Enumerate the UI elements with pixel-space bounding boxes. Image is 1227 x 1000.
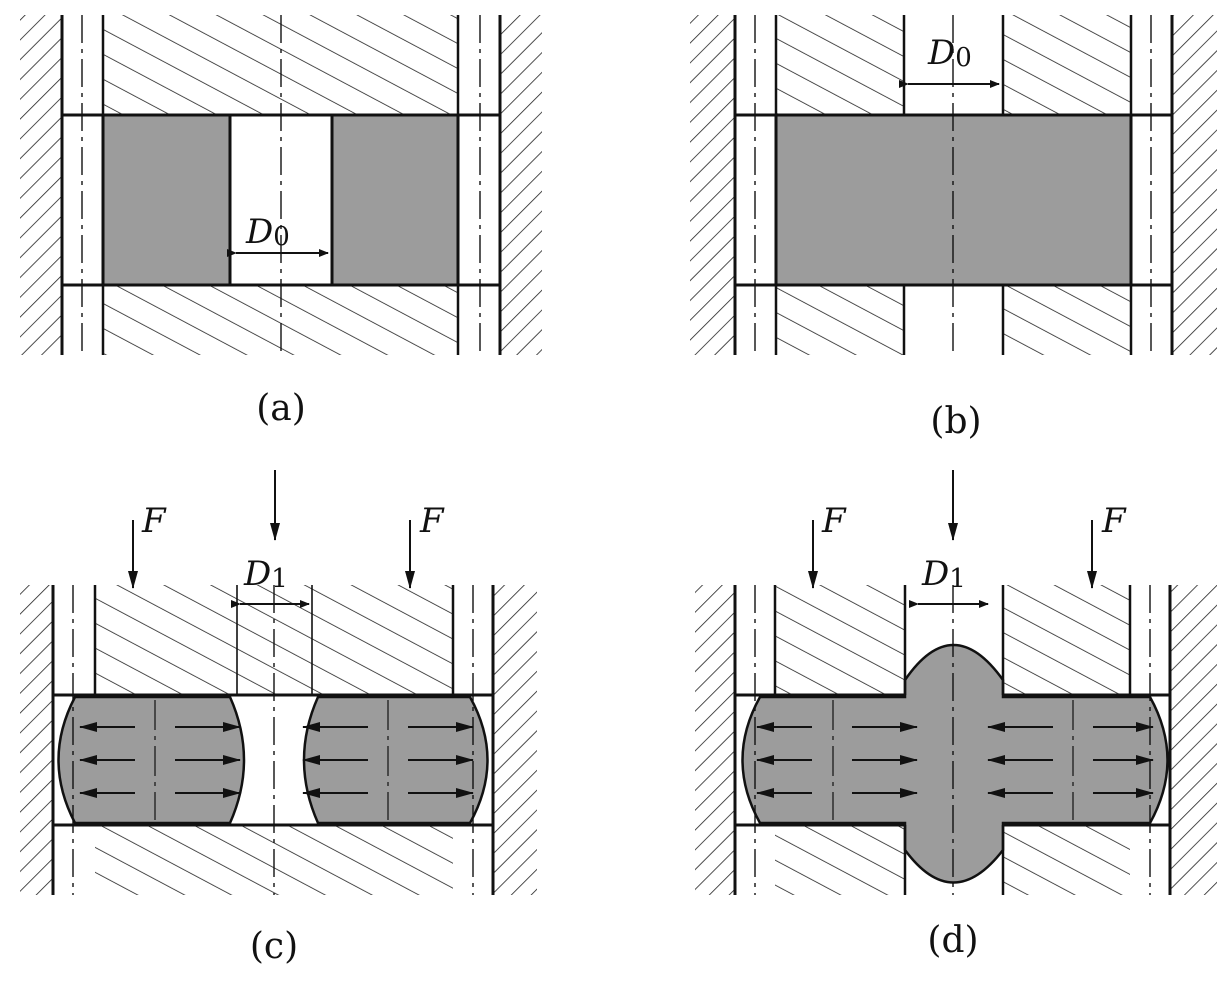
right-wall-hatch xyxy=(1172,15,1217,355)
force-label-right: F xyxy=(1101,501,1127,541)
dimension-label-d0: D0 xyxy=(245,212,290,252)
force-label-left: F xyxy=(821,501,847,541)
upper-punch-hatch-left xyxy=(775,585,905,695)
right-wall-hatch xyxy=(493,585,537,895)
left-wall-hatch xyxy=(690,15,735,355)
right-wall-hatch xyxy=(1170,585,1217,895)
flow-arrows xyxy=(756,722,1154,798)
left-wall-hatch xyxy=(20,15,62,355)
force-label-left: F xyxy=(141,501,167,541)
caption-b: (b) xyxy=(930,401,981,442)
billet-right xyxy=(330,113,460,287)
upper-punch-hatch-right xyxy=(1003,585,1130,695)
upper-punch-hatch-right xyxy=(1003,15,1131,115)
billet-left xyxy=(101,113,232,287)
dimension-label-d1: D1 xyxy=(921,554,966,594)
caption-d: (d) xyxy=(927,920,978,961)
lower-punch-hatch-left xyxy=(776,285,904,355)
lower-punch-hatch-right xyxy=(1003,825,1130,895)
lower-punch-hatch-right xyxy=(1003,285,1131,355)
lower-punch-hatch-left xyxy=(775,825,905,895)
panel-a: D0 (a) xyxy=(20,15,542,429)
upper-punch-hatch-left xyxy=(776,15,904,115)
caption-c: (c) xyxy=(250,926,298,967)
flow-arrows xyxy=(79,722,474,798)
left-wall-hatch xyxy=(695,585,735,895)
caption-a: (a) xyxy=(256,388,306,429)
left-wall-hatch xyxy=(20,585,53,895)
force-label-right: F xyxy=(419,501,445,541)
billet-right-bulged xyxy=(302,695,489,825)
panel-b: D0 (b) xyxy=(690,15,1217,442)
panel-c: F F D1 (c) xyxy=(20,470,537,967)
panel-d: F F D1 (d) xyxy=(695,470,1217,961)
right-wall-hatch xyxy=(500,15,542,355)
dimension-label-d1: D1 xyxy=(243,554,288,594)
dimension-label-d0: D0 xyxy=(927,33,972,73)
